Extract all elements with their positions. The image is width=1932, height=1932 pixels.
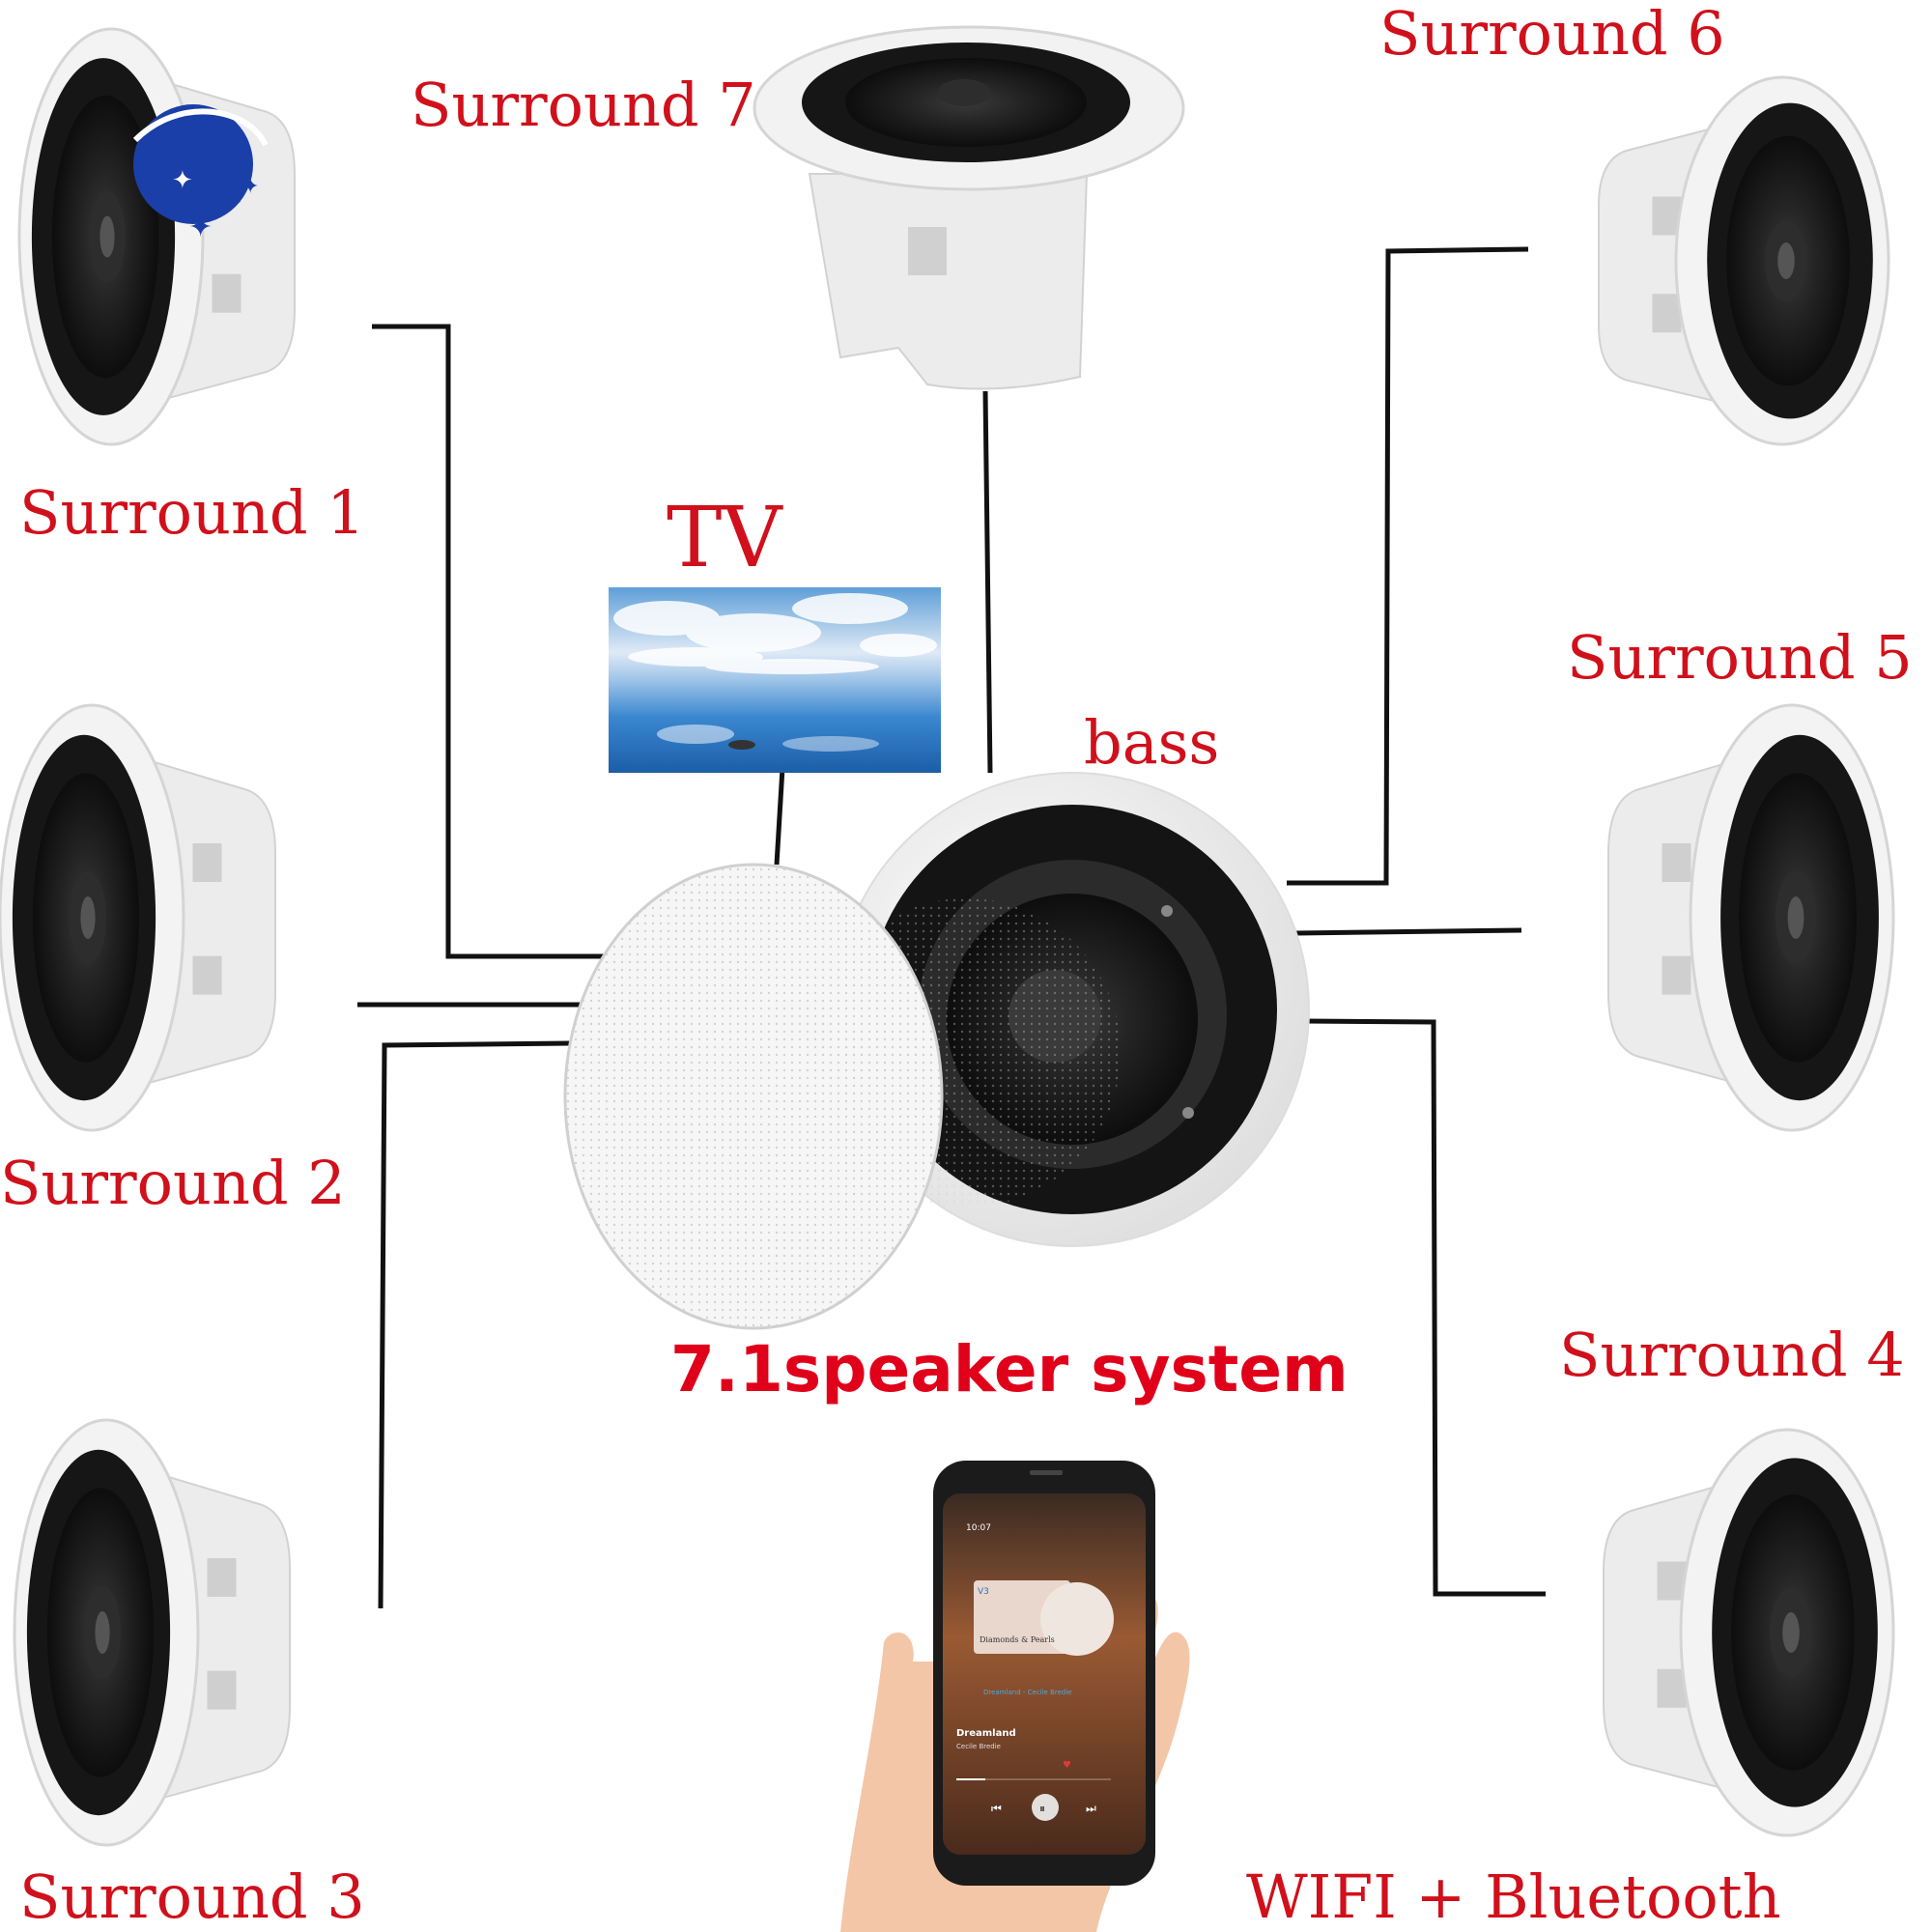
wire-surround-1 — [372, 324, 614, 959]
speaker-clamp — [1652, 294, 1682, 333]
like-icon[interactable]: ♥ — [1063, 1760, 1071, 1771]
ceiling-speaker-icon-surround-6 — [1598, 75, 1890, 446]
speaker-clamp — [212, 273, 242, 313]
speaker-tweeter-tip — [1782, 1612, 1800, 1653]
speaker-tweeter-tip — [80, 896, 96, 939]
pause-icon: ⏸ — [1039, 1802, 1045, 1815]
subwoofer-screw — [1161, 905, 1173, 917]
label-surround-6: Surround 6 — [1379, 0, 1725, 69]
speaker-can — [808, 173, 1089, 390]
phone-time: 10:07 — [966, 1523, 991, 1533]
song-artist: Cecile Bredie — [956, 1743, 1001, 1750]
speaker-clamp — [207, 1670, 237, 1710]
prev-icon[interactable]: ⏮ — [991, 1802, 1002, 1815]
phone: 10:07 V3 Diamonds & Pearls Dreamland - C… — [840, 1461, 1190, 1932]
ceiling-speaker-icon-surround-2 — [0, 703, 276, 1132]
speaker-tweeter-tip — [95, 1611, 110, 1654]
wire-surround-7 — [982, 390, 993, 774]
label-connectivity: WIFI + Bluetooth — [1246, 1861, 1781, 1932]
subwoofer-icon — [563, 772, 1310, 1330]
pause-button[interactable] — [1032, 1794, 1059, 1821]
song-title: Dreamland — [956, 1728, 1016, 1739]
tv-clouds — [613, 593, 937, 752]
speaker-clamp — [1662, 843, 1691, 882]
ceiling-speaker-icon-surround-7 — [753, 25, 1185, 390]
album-vinyl — [1040, 1582, 1114, 1656]
phone-notch — [1030, 1470, 1063, 1475]
next-icon[interactable]: ⏭ — [1086, 1802, 1096, 1815]
wire-surround-4 — [1303, 1018, 1546, 1597]
label-surround-3: Surround 3 — [19, 1861, 365, 1932]
speaker-tweeter-tip — [1777, 242, 1795, 279]
label-tv: TV — [667, 490, 783, 586]
speaker-clamp — [207, 1558, 237, 1597]
speaker-clamp — [192, 843, 222, 882]
tv — [609, 587, 941, 773]
speaker-clamp — [1657, 1561, 1687, 1601]
progress-bar[interactable] — [956, 1778, 1111, 1780]
ceiling-speaker-icon-surround-5 — [1607, 703, 1895, 1132]
connection-wires — [357, 246, 1546, 1609]
tv-rock — [728, 740, 755, 750]
grille-mesh-overlay — [811, 898, 1121, 1208]
progress-fill — [956, 1778, 985, 1780]
svg-text:✦: ✦ — [242, 175, 259, 199]
label-surround-5: Surround 5 — [1567, 622, 1913, 693]
brand-logo-icon: ✦ ✦ ✦ — [132, 104, 269, 244]
wire-surround-6 — [1287, 246, 1529, 886]
svg-text:✦: ✦ — [172, 166, 193, 195]
label-surround-4: Surround 4 — [1559, 1320, 1905, 1390]
label-surround-1: Surround 1 — [19, 477, 365, 548]
label-surround-2: Surround 2 — [0, 1148, 346, 1218]
label-bass: bass — [1084, 707, 1219, 778]
speaker-clamp — [908, 227, 947, 275]
speaker-tweeter — [937, 79, 991, 106]
subwoofer-screw — [1182, 1107, 1194, 1119]
wire-tv — [774, 767, 785, 866]
wire-surround-5 — [1295, 927, 1522, 936]
ceiling-speaker-icon-surround-3 — [13, 1418, 291, 1847]
lyric-line: Dreamland - Cecile Bredie — [983, 1689, 1072, 1696]
speaker-tweeter-tip — [99, 215, 115, 258]
label-surround-7: Surround 7 — [411, 70, 756, 140]
wire-surround-3 — [378, 1040, 571, 1609]
speaker-tweeter-tip — [1787, 896, 1804, 939]
album-title: Diamonds & Pearls — [980, 1635, 1055, 1644]
ceiling-speaker-icon-surround-1 — [17, 27, 296, 446]
label-system-title: 7.1speaker system — [670, 1332, 1349, 1406]
speaker-clamp — [192, 955, 222, 995]
album-badge: V3 — [978, 1587, 989, 1597]
speaker-clamp — [1662, 955, 1691, 995]
ceiling-speaker-icon-surround-4 — [1603, 1428, 1895, 1837]
svg-text:✦: ✦ — [188, 211, 213, 244]
speaker-clamp — [1657, 1668, 1687, 1708]
